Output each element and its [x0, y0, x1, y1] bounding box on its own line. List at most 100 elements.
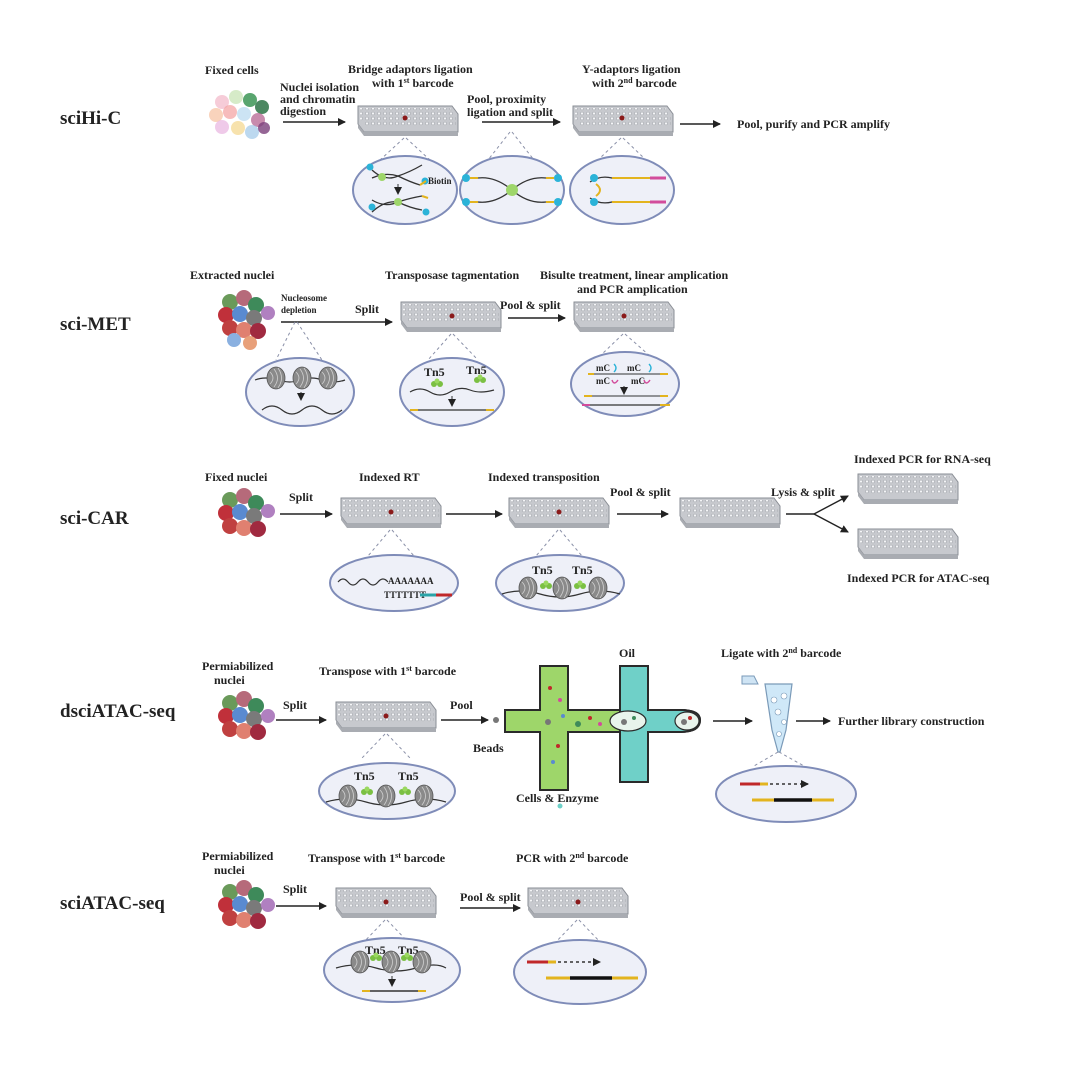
bisulfite-inset: mC mC mC mC — [570, 351, 680, 417]
selected-well — [449, 313, 455, 319]
bisulfite-label-1: Bisulte treatment, linear amplication — [540, 268, 729, 282]
pool-split-label: Pool & split — [500, 298, 561, 312]
perm-label-1: Permiabilized — [202, 849, 274, 863]
selected-well — [388, 509, 394, 515]
nuclei-cluster — [218, 880, 275, 929]
zoom-connectors — [275, 321, 651, 361]
split-label: Split — [283, 882, 307, 896]
well-plate — [857, 473, 959, 505]
well-plate — [857, 528, 959, 560]
droplet — [609, 710, 647, 732]
zoom-connectors — [367, 529, 583, 557]
ligation-inset — [715, 765, 857, 823]
cells-enzyme-label: Cells & Enzyme — [516, 791, 599, 805]
method-label-dsciatac: dsciATAC-seq — [60, 701, 176, 722]
ligate-label: Ligate with 2nd barcode — [721, 646, 842, 660]
tube-icon — [741, 675, 793, 753]
method-label-sciatac: sciATAC-seq — [60, 893, 165, 914]
selected-well — [556, 509, 562, 515]
nuclei-isolation-label-3: digestion — [280, 104, 326, 118]
pcr-2nd-barcode-label: PCR with 2nd barcode — [516, 851, 629, 865]
pool-proximity-label-2: ligation and split — [467, 105, 553, 119]
selected-well — [575, 899, 581, 905]
microfluidic-chip — [504, 665, 702, 809]
tn5-label: Tn5 — [572, 563, 593, 577]
oil-channel-teal — [619, 665, 702, 783]
fixed-nuclei-label: Fixed nuclei — [205, 470, 268, 484]
fixed-cells-label: Fixed cells — [205, 63, 259, 77]
tn5-label: Tn5 — [466, 363, 487, 377]
tn5-label: Tn5 — [365, 943, 386, 957]
indexed-rt-label: Indexed RT — [359, 470, 420, 484]
split-label: Split — [355, 302, 379, 316]
nucleosome-depletion-inset — [245, 357, 355, 427]
bridge-adaptor-inset: Biotin — [352, 155, 458, 225]
fixed-cells-cluster — [209, 90, 270, 139]
row-sci-car: sci-CAR Fixed nuclei Split Indexed RT In… — [60, 452, 991, 612]
nucleosome-label-2: depletion — [281, 305, 317, 315]
mc-label: mC — [596, 363, 610, 373]
tn5-label: Tn5 — [424, 365, 445, 379]
tn5-label: Tn5 — [532, 563, 553, 577]
indexed-transposition-label: Indexed transposition — [488, 470, 600, 484]
sciatac-transpose-inset: Tn5 Tn5 — [323, 937, 461, 1003]
pool-label: Pool — [450, 698, 473, 712]
selected-well — [402, 115, 408, 121]
mc-label: mC — [596, 376, 610, 386]
extracted-nuclei-label: Extracted nuclei — [190, 268, 275, 282]
row-sciatac: sciATAC-seq Permiabilized nuclei Split T… — [60, 849, 647, 1005]
transpose-label: Transpose with 1st barcode — [319, 664, 457, 678]
pool-purify-label: Pool, purify and PCR amplify — [737, 117, 890, 131]
row-sci-met: sci-MET Extracted nuclei Nucleosome depl… — [60, 268, 729, 427]
selected-well — [383, 899, 389, 905]
tn5-label: Tn5 — [398, 943, 419, 957]
indexed-rt-inset: AAAAAAA TTTTTTT — [329, 554, 459, 612]
mc-label: mC — [631, 376, 645, 386]
further-library-label: Further library construction — [838, 714, 985, 728]
perm-label-2: nuclei — [214, 673, 245, 687]
pcr-rna-label: Indexed PCR for RNA-seq — [854, 452, 991, 466]
transpose-label: Transpose with 1st barcode — [308, 851, 446, 865]
tagmentation-label: Transposase tagmentation — [385, 268, 519, 282]
well-plate — [357, 105, 459, 137]
transpose-inset: Tn5 Tn5 — [318, 762, 456, 820]
perm-label-2: nuclei — [214, 863, 245, 877]
pool-split-label: Pool & split — [610, 485, 671, 499]
y-adaptor-inset — [569, 155, 675, 225]
arrow — [813, 513, 849, 533]
mc-label: mC — [627, 363, 641, 373]
nuclei-cluster — [218, 290, 275, 350]
pool-proximity-label-1: Pool, proximity — [467, 92, 546, 106]
selected-well — [619, 115, 625, 121]
beads-label: Beads — [473, 741, 504, 755]
arrow — [813, 495, 849, 515]
indexed-transposition-inset: Tn5 Tn5 — [495, 554, 625, 612]
bead-icon — [493, 717, 499, 723]
poly-t-label: TTTTTTT — [384, 590, 426, 600]
nuclei-isolation-label-1: Nuclei isolation — [280, 80, 359, 94]
droplet — [674, 711, 700, 731]
nuclei-cluster — [218, 691, 275, 740]
zoom-connectors — [361, 733, 805, 767]
selected-well — [621, 313, 627, 319]
row-sci-hic: sciHi-C Fixed cells Nuclei isolation and… — [60, 62, 890, 225]
bridge-label-2: with 1st barcode — [372, 76, 454, 90]
oil-label: Oil — [619, 646, 636, 660]
split-label: Split — [289, 490, 313, 504]
method-label-sci-car: sci-CAR — [60, 508, 129, 529]
pcr-atac-label: Indexed PCR for ATAC-seq — [847, 571, 990, 585]
method-label-sci-hic: sciHi-C — [60, 108, 121, 129]
poly-a-label: AAAAAAA — [388, 576, 434, 586]
nucleosome-label-1: Nucleosome — [281, 293, 327, 303]
selected-well — [383, 713, 389, 719]
split-label: Split — [283, 698, 307, 712]
row-dsciatac: dsciATAC-seq Permiabilized nuclei Split … — [60, 646, 985, 823]
tagmentation-inset: Tn5 Tn5 — [399, 357, 505, 427]
y-adaptor-label-2: with 2nd barcode — [592, 76, 677, 90]
zoom-connectors — [379, 131, 647, 161]
well-plate — [572, 105, 674, 137]
nuclei-cluster — [218, 488, 275, 537]
y-adaptor-label-1: Y-adaptors ligation — [582, 62, 681, 76]
biotin-label: Biotin — [428, 176, 452, 186]
